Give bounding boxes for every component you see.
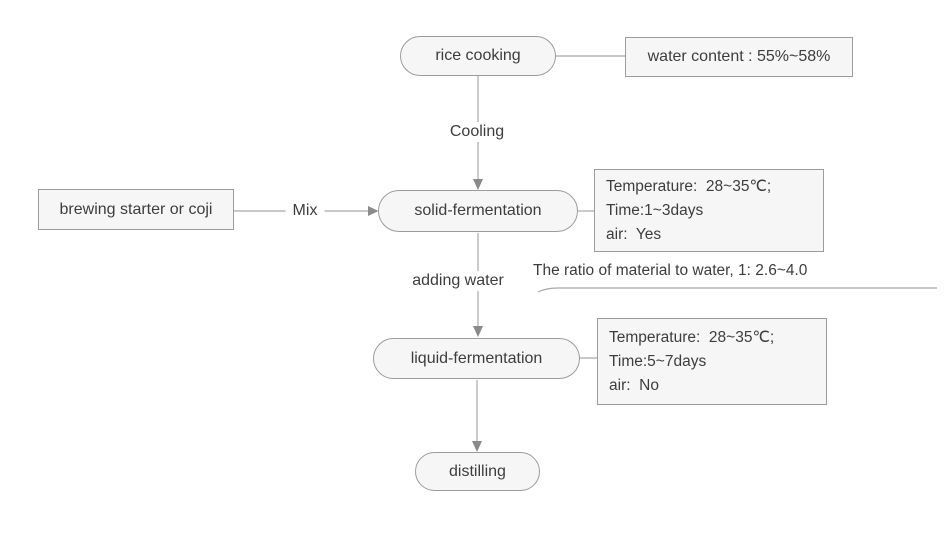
node-solid-fermentation: solid-fermentation: [378, 190, 578, 232]
edge-label-mix: Mix: [285, 201, 325, 221]
arrowhead-adding-water: [473, 326, 483, 337]
node-brewing-starter: brewing starter or coji: [38, 189, 234, 230]
node-rice-cooking-label: rice cooking: [435, 47, 521, 64]
ratio-note: The ratio of material to water, 1: 2.6~4…: [533, 262, 808, 279]
edge-label-cooling: Cooling: [442, 122, 512, 142]
node-liquid-fermentation-label: liquid-fermentation: [410, 349, 543, 367]
ratio-note-underline: [537, 287, 937, 293]
node-brewing-starter-label: brewing starter or coji: [59, 200, 213, 218]
node-solid-fermentation-conditions: Temperature: 28~35℃; Time:1~3days air: Y…: [594, 169, 824, 252]
arrowhead-mix: [368, 206, 379, 216]
liquid-conditions-text: Temperature: 28~35℃; Time:5~7days air: N…: [609, 328, 775, 394]
arrowhead-distilling: [472, 441, 482, 452]
node-distilling-label: distilling: [449, 462, 506, 480]
edge-label-adding-water: adding water: [405, 271, 511, 291]
arrowhead-cooling: [473, 179, 483, 190]
node-water-content: water content : 55%~58%: [625, 37, 853, 77]
node-distilling: distilling: [415, 452, 540, 491]
node-water-content-label: water content : 55%~58%: [647, 48, 831, 65]
node-liquid-fermentation: liquid-fermentation: [373, 338, 580, 379]
node-liquid-fermentation-conditions: Temperature: 28~35℃; Time:5~7days air: N…: [597, 318, 827, 405]
node-solid-fermentation-label: solid-fermentation: [414, 202, 542, 219]
solid-conditions-text: Temperature: 28~35℃; Time:1~3days air: Y…: [606, 177, 772, 243]
node-rice-cooking: rice cooking: [400, 36, 556, 76]
